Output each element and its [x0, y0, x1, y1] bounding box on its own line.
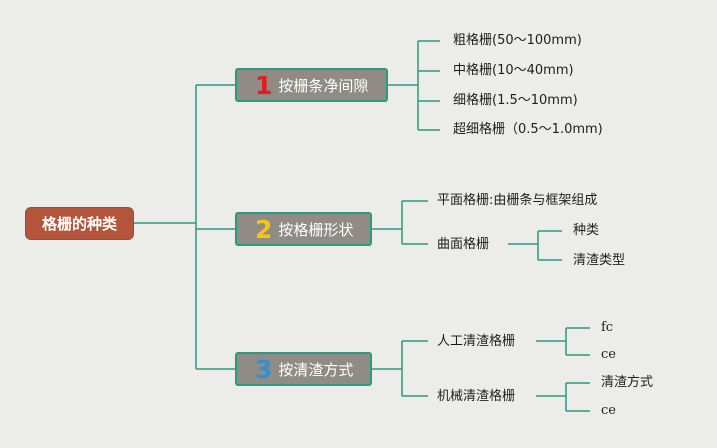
- leaf-manual-screen: 人工清渣格栅: [437, 334, 516, 349]
- leaf-manual-fc: fc: [601, 320, 614, 335]
- branch-label-2: 按格栅形状: [278, 220, 354, 239]
- leaf-coarse-screen: 粗格栅(50～100mm): [453, 33, 582, 48]
- leaf-manual-ce: ce: [601, 347, 616, 362]
- branch-number-3: 3: [255, 354, 273, 384]
- root-label: 格栅的种类: [41, 215, 117, 233]
- branch-label-3: 按清渣方式: [278, 360, 354, 379]
- leaf-curved-cleaning-types: 清渣类型: [573, 253, 626, 268]
- leaf-mechanical-ce: ce: [601, 403, 616, 418]
- leaf-flat-screen: 平面格栅:由栅条与框架组成: [437, 193, 598, 208]
- leaf-curved-types: 种类: [573, 223, 600, 238]
- leaf-mechanical-screen: 机械清渣格栅: [437, 389, 516, 404]
- leaf-medium-screen: 中格栅(10～40mm): [453, 63, 574, 78]
- branch-number-1: 1: [255, 70, 273, 100]
- leaf-ultrafine-screen: 超细格栅（0.5～1.0mm): [453, 122, 603, 137]
- branch-label-1: 按栅条净间隙: [278, 76, 369, 95]
- branch-node-2: 2 按格栅形状: [235, 212, 372, 246]
- root-node: 格栅的种类: [25, 207, 134, 240]
- branch-node-1: 1 按栅条净间隙: [235, 68, 388, 102]
- leaf-curved-screen: 曲面格栅: [437, 237, 490, 252]
- leaf-fine-screen: 细格栅(1.5～10mm): [453, 93, 578, 108]
- leaf-mechanical-cleaning-method: 清渣方式: [601, 375, 654, 390]
- branch-number-2: 2: [255, 214, 273, 244]
- branch-node-3: 3 按清渣方式: [235, 352, 372, 386]
